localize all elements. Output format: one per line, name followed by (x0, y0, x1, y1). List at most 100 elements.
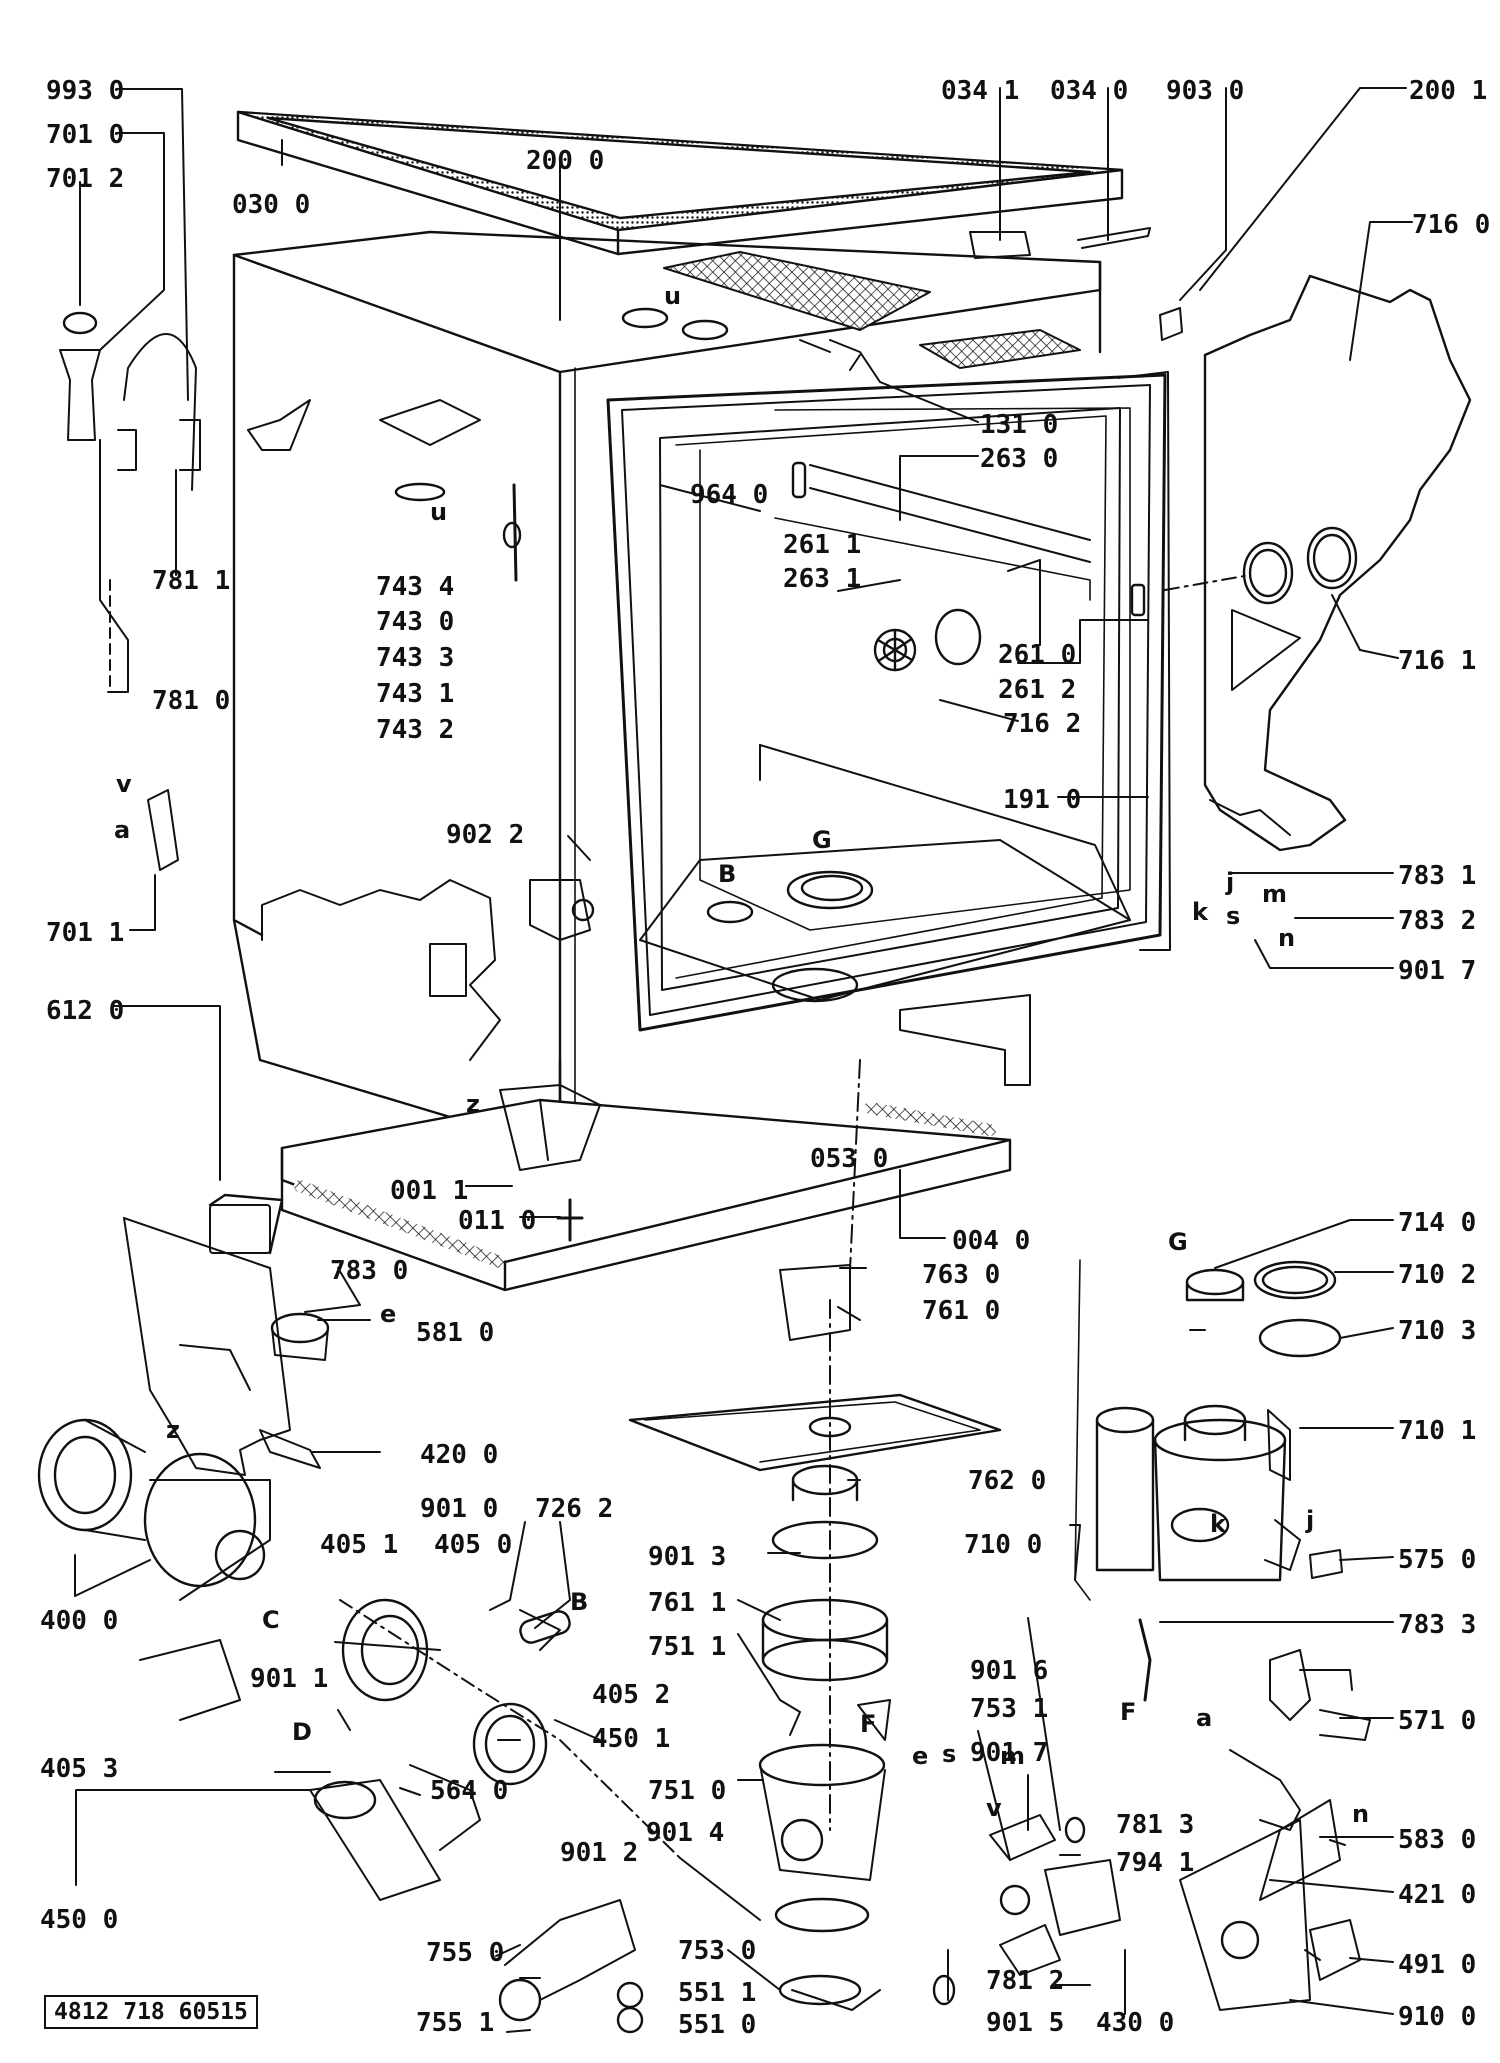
connection-letter: B (718, 860, 737, 888)
part-label: 755 1 (416, 2008, 495, 2038)
connection-letter: k (1192, 898, 1208, 926)
part-label: 783 2 (1398, 906, 1477, 936)
part-label: 575 0 (1398, 1545, 1477, 1575)
connection-letter: F (860, 1710, 877, 1738)
leader-lines (74, 87, 1413, 2033)
side-insulation-panel (1203, 274, 1472, 852)
part-label: 743 4 (376, 572, 455, 602)
connection-letter: e (912, 1742, 929, 1770)
part-label: 263 1 (783, 564, 862, 594)
part-label: 901 4 (646, 1818, 725, 1848)
part-label: 001 1 (390, 1176, 469, 1206)
part-label: 781 1 (152, 566, 231, 596)
part-label: 751 0 (648, 1776, 727, 1806)
part-label: 783 3 (1398, 1610, 1477, 1640)
sump-assembly (628, 1264, 1002, 2011)
part-label: 430 0 (1096, 2008, 1175, 2038)
top-small-parts (829, 227, 1183, 383)
part-label: 261 1 (783, 530, 862, 560)
part-label: 903 0 (1166, 76, 1245, 106)
part-label: 421 0 (1398, 1880, 1477, 1910)
part-label: 901 5 (986, 2008, 1065, 2038)
part-label: 743 0 (376, 607, 455, 637)
connection-letter: v (116, 770, 132, 798)
part-label: 551 1 (678, 1978, 757, 2008)
part-label: 762 0 (968, 1466, 1047, 1496)
connection-letter: u (430, 498, 448, 526)
connection-letter: a (1196, 1704, 1213, 1732)
part-label: 781 3 (1116, 1810, 1195, 1840)
part-label: 753 1 (970, 1694, 1049, 1724)
part-label: 710 1 (1398, 1416, 1477, 1446)
part-label: 200 0 (526, 146, 605, 176)
part-label: 714 0 (1398, 1208, 1477, 1238)
part-label: 583 0 (1398, 1825, 1477, 1855)
part-label: 612 0 (46, 996, 125, 1026)
part-label: 004 0 (952, 1226, 1031, 1256)
part-label: 781 2 (986, 1966, 1065, 1996)
part-label: 701 1 (46, 918, 125, 948)
part-label: 716 1 (1398, 646, 1477, 676)
part-label: 564 0 (430, 1776, 509, 1806)
part-label: 901 6 (970, 1656, 1049, 1686)
connection-letter: z (466, 1090, 480, 1118)
valves-and-boards (932, 1649, 1371, 2011)
part-label: 751 1 (648, 1632, 727, 1662)
connection-letter: u (664, 282, 682, 310)
part-label: 491 0 (1398, 1950, 1477, 1980)
part-label: 420 0 (420, 1440, 499, 1470)
part-label: 781 0 (152, 686, 231, 716)
worktop-lid (236, 110, 1124, 256)
part-label: 763 0 (922, 1260, 1001, 1290)
connection-letter: F (1120, 1698, 1137, 1726)
connection-letter: z (166, 1416, 180, 1444)
part-label: 571 0 (1398, 1706, 1477, 1736)
control-bracket (123, 1193, 330, 1476)
part-label: 755 0 (426, 1938, 505, 1968)
part-label: 053 0 (810, 1144, 889, 1174)
connection-letter: D (292, 1718, 312, 1746)
part-label: 131 0 (980, 410, 1059, 440)
connection-letter: B (570, 1588, 589, 1616)
connection-letter: n (1278, 924, 1296, 952)
part-label: 743 1 (376, 679, 455, 709)
part-label: 964 0 (690, 480, 769, 510)
part-label: 901 3 (648, 1542, 727, 1572)
part-label: 450 0 (40, 1905, 119, 1935)
part-label: 794 1 (1116, 1848, 1195, 1878)
part-label: 716 0 (1412, 210, 1491, 240)
part-label: 710 3 (1398, 1316, 1477, 1346)
base-frame (280, 1084, 1012, 1292)
connection-letter: m (1262, 880, 1288, 908)
part-label: 191 0 (1003, 785, 1082, 815)
part-label: 743 3 (376, 643, 455, 673)
left-small-parts (59, 311, 595, 941)
connection-letter: C (262, 1606, 280, 1634)
part-label: 400 0 (40, 1606, 119, 1636)
part-label: 405 2 (592, 1680, 671, 1710)
part-label: 901 7 (970, 1738, 1049, 1768)
connection-letter: k (1210, 1510, 1226, 1538)
part-label: 902 2 (446, 820, 525, 850)
part-label: 710 0 (964, 1530, 1043, 1560)
water-softener (1074, 1259, 1343, 1702)
part-label: 753 0 (678, 1936, 757, 1966)
motor-pump-assembly (37, 1418, 644, 2034)
part-label: 901 2 (560, 1838, 639, 1868)
part-label: 783 0 (330, 1256, 409, 1286)
part-label: 551 0 (678, 2010, 757, 2040)
part-label: 034 1 (941, 76, 1020, 106)
part-label: 405 1 (320, 1530, 399, 1560)
part-label: 030 0 (232, 190, 311, 220)
cabinet-body (232, 230, 1102, 1172)
part-label: 450 1 (592, 1724, 671, 1754)
part-label: 701 2 (46, 164, 125, 194)
part-label: 901 0 (420, 1494, 499, 1524)
part-label: 761 0 (922, 1296, 1001, 1326)
connection-letter: s (1226, 902, 1241, 930)
connection-letter: m (1000, 1742, 1026, 1770)
part-label: 263 0 (980, 444, 1059, 474)
connection-letter: j (1306, 1506, 1315, 1534)
